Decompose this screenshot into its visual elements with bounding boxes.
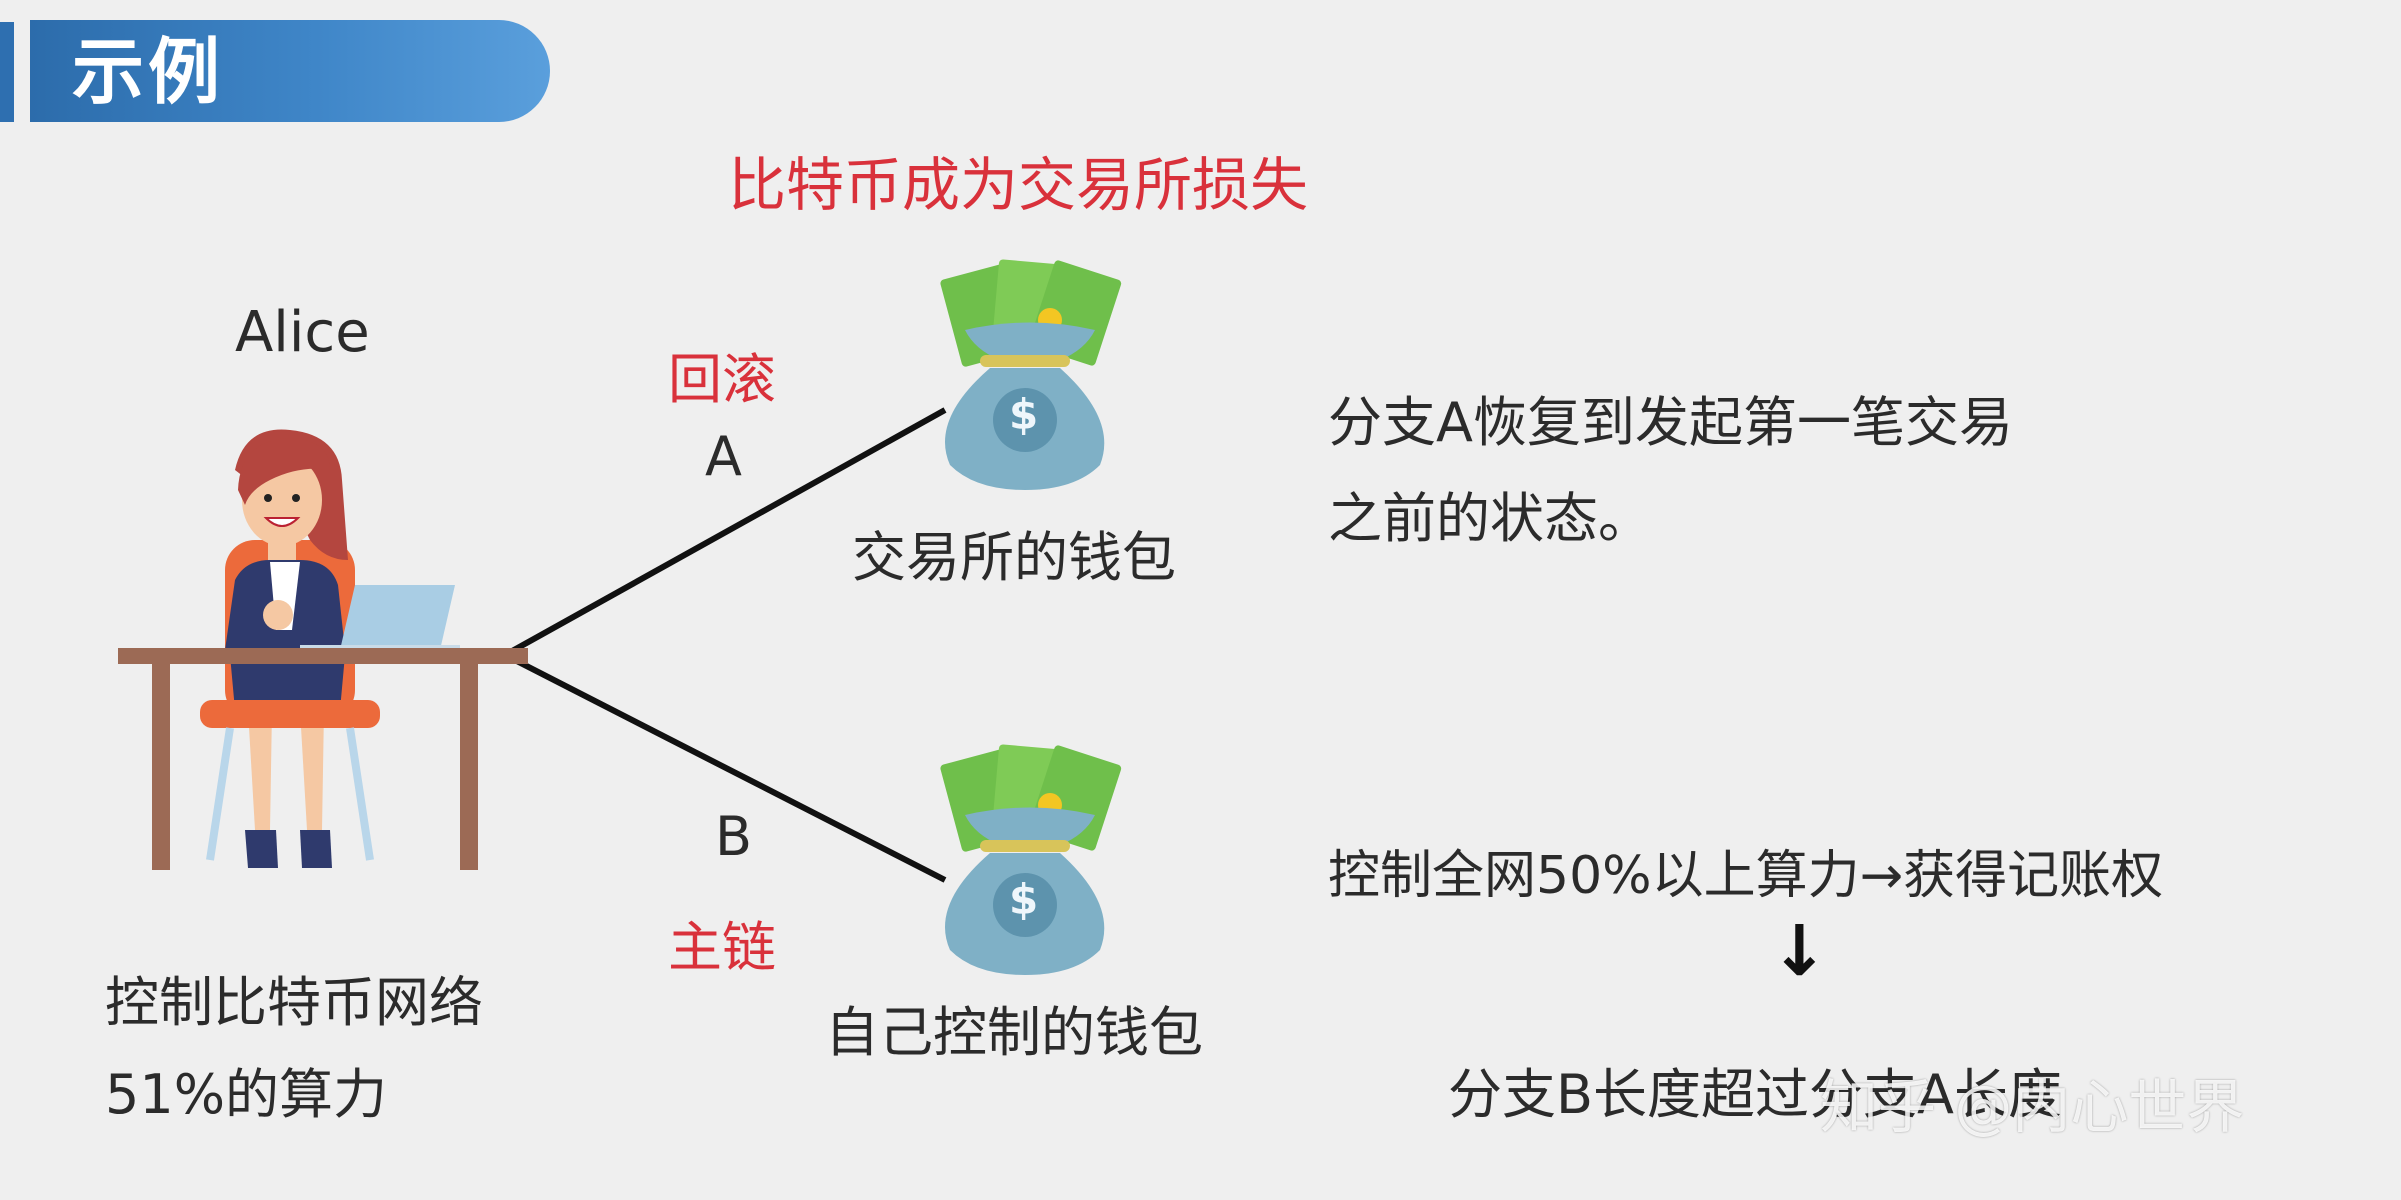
money-bag-b-icon <box>940 744 1122 975</box>
header-title: 示例 <box>72 30 225 114</box>
branch-a-line <box>503 407 947 658</box>
money-bag-a-icon <box>940 259 1122 490</box>
dollar-icon: $ <box>1009 875 1039 924</box>
alice-note-line2: 51%的算力 <box>105 1063 388 1126</box>
alice-name: Alice <box>235 300 370 365</box>
branch-b-desc-line2: 分支B长度超过分支A长度 <box>1448 1063 2062 1126</box>
branch-a-desc-line1: 分支A恢复到发起第一笔交易 <box>1328 391 2013 454</box>
header-accent-bar <box>0 22 14 122</box>
alice-note-line1: 控制比特币网络 <box>105 971 483 1034</box>
watermark: 知乎 @内心世界 <box>1820 1073 2245 1141</box>
branch-b-line <box>503 652 947 883</box>
header-banner <box>30 20 550 122</box>
branch-a-desc-line2: 之前的状态。 <box>1328 487 1652 550</box>
branch-b-wallet-label: 自己控制的钱包 <box>825 1001 1203 1064</box>
branch-b-tag: 主链 <box>668 916 776 979</box>
branch-a-wallet-label: 交易所的钱包 <box>852 526 1176 589</box>
dollar-icon: $ <box>1009 390 1039 439</box>
branch-a-label: A <box>705 425 742 488</box>
headline: 比特币成为交易所损失 <box>728 151 1309 219</box>
alice-illustration <box>118 429 528 870</box>
branch-a-tag: 回滚 <box>668 348 776 411</box>
down-arrow-icon: ↓ <box>1770 910 1829 992</box>
branch-b-label: B <box>715 805 753 868</box>
branch-b-desc-line1: 控制全网50%以上算力→获得记账权 <box>1328 846 2164 906</box>
